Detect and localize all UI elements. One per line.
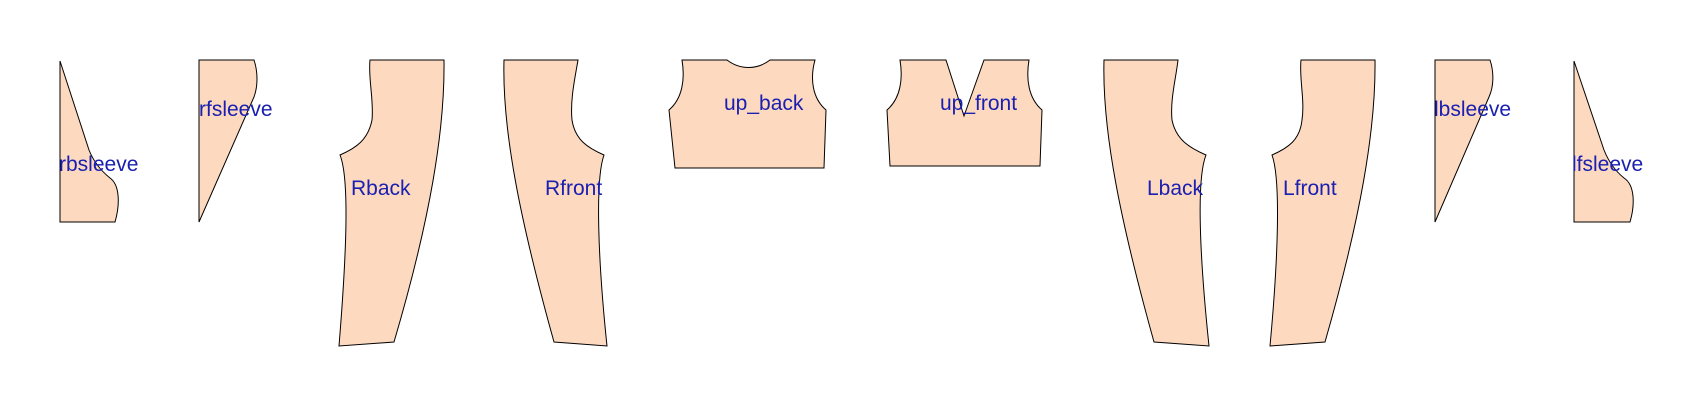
piece-up_back <box>668 59 827 169</box>
piece-rfsleeve <box>198 59 258 223</box>
piece-Rfront <box>503 59 608 347</box>
label-Lback: Lback <box>1147 177 1204 200</box>
piece-Lback <box>1103 59 1210 347</box>
label-up_front: up_front <box>940 92 1017 115</box>
label-Lfront: Lfront <box>1283 177 1337 200</box>
label-lbsleeve: lbsleeve <box>1434 98 1511 121</box>
piece-up_front <box>886 59 1043 167</box>
piece-lbsleeve <box>1434 59 1494 223</box>
label-lfsleeve: lfsleeve <box>1572 153 1643 176</box>
label-rfsleeve: rfsleeve <box>199 98 273 121</box>
label-up_back: up_back <box>724 92 804 115</box>
piece-rbsleeve <box>59 60 119 223</box>
piece-Rback <box>338 59 445 347</box>
label-Rback: Rback <box>351 177 411 200</box>
piece-Lfront <box>1269 59 1376 347</box>
label-rbsleeve: rbsleeve <box>59 153 138 176</box>
label-Rfront: Rfront <box>545 177 602 200</box>
piece-lfsleeve <box>1573 60 1634 223</box>
